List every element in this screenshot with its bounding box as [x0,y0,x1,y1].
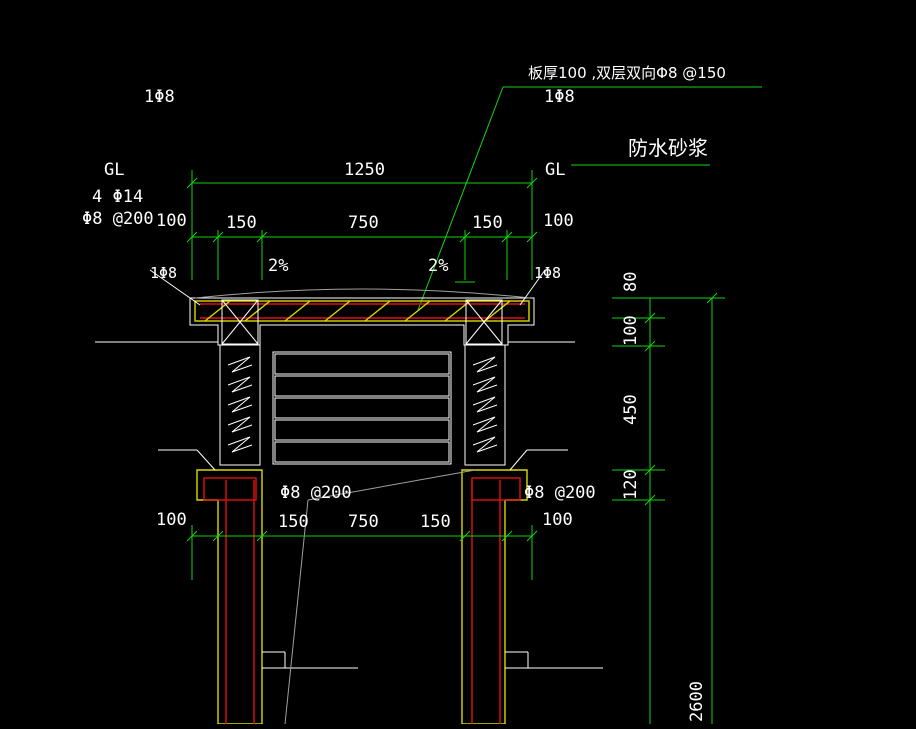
vdim-120: 120 [621,469,641,500]
slab-note-leader [417,86,762,311]
label-slope-left: 2% [268,256,288,276]
dim-bot-middle: 750 [348,512,379,532]
label-gl-left: GL [104,160,124,180]
label-stirrup-mid-left: Φ8 @200 [280,483,352,503]
label-slope-right: 2% [428,256,448,276]
vdim-80: 80 [621,272,641,292]
label-gl-right: GL [545,160,565,180]
masonry-columns [219,344,506,466]
dim-top-right-post: 150 [472,213,503,233]
dim-top-left-post: 150 [226,213,257,233]
dim-bot-left-edge: 100 [156,510,187,530]
canopy-slab [95,269,575,346]
top-dimension-lines [186,170,538,280]
vdim-450: 450 [621,394,641,425]
label-gl-left-bars: 4 Φ14 [92,187,143,207]
dim-bot-right-post: 150 [420,512,451,532]
bottom-dimension-lines [186,525,538,580]
label-slab-note: 板厚100 ,双层双向Φ8 @150 [528,64,726,82]
dim-bot-left-post: 150 [278,512,309,532]
vdim-2600: 2600 [687,681,707,722]
louvre-window [272,351,452,465]
dim-top-left-edge: 100 [156,211,187,231]
right-vertical-dimensions [612,292,725,724]
label-rebar-slab-left: 1Φ8 [150,264,177,282]
label-rebar-slab-right: 1Φ8 [534,264,561,282]
vdim-100: 100 [621,315,641,346]
dim-total-top: 1250 [344,160,385,180]
label-stirrup-mid-right: Φ8 @200 [524,483,596,503]
label-rebar-top-right: 1Φ8 [544,87,575,107]
dim-bot-right-edge: 100 [542,510,573,530]
label-rebar-top-left: 1Φ8 [144,87,175,107]
dim-top-middle: 750 [348,213,379,233]
label-waterproof-mortar: 防水砂浆 [628,136,708,160]
label-gl-left-stirrup: Φ8 @200 [82,209,154,229]
dim-top-right-edge: 100 [543,211,574,231]
